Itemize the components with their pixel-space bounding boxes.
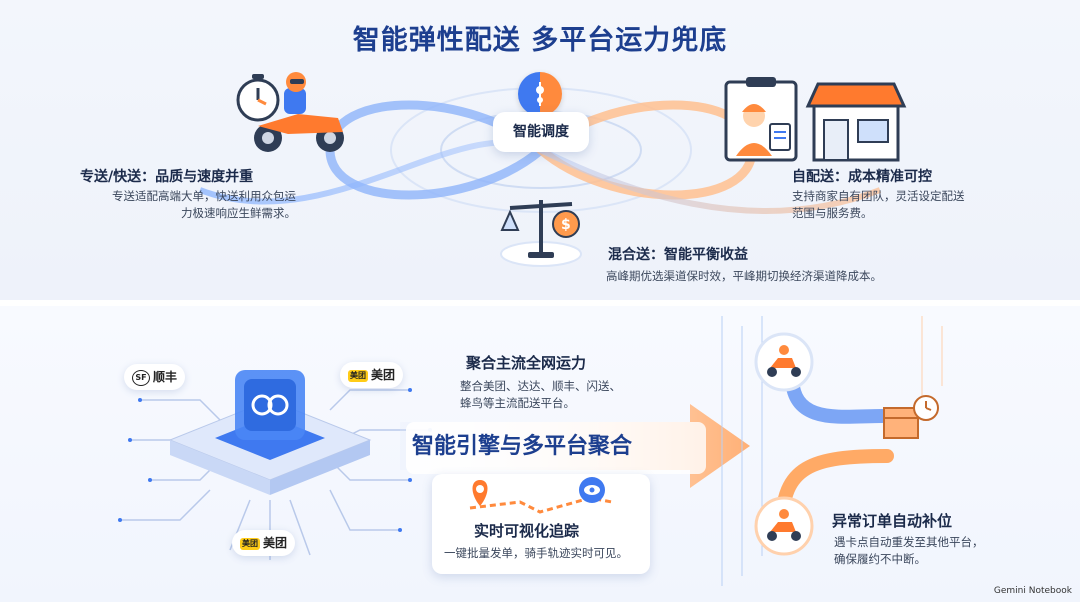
panel-divider [0,300,1080,306]
meituan-label-1: 美团 [371,368,396,382]
express-heading: 专送/快送：品质与速度并重 [80,169,254,185]
page-title: 智能弹性配送 多平台运力兜底 [352,25,728,56]
tracking-map-graphic [469,477,613,514]
merchant-courier-icon [724,77,907,162]
meituan-badge-1: 美团美团 [340,362,404,388]
engine-banner-bg [406,422,706,474]
engine-circuit-graphic [118,370,432,560]
exception-route-graphic [721,316,943,586]
self-delivery-desc-line2: 范围与服务费。 [792,206,873,220]
aggregation-heading: 聚合主流全网运力 [466,354,587,372]
svg-text:$: $ [561,217,571,233]
self-delivery-desc-line1: 支持商家自有团队，灵活设定配送 [792,189,965,203]
sf-express-label: 顺丰 [153,370,178,384]
tracking-card [432,474,650,574]
express-desc-line1: 专送适配高端大单，快送利用众包运 [112,189,296,203]
exception-desc-line1: 遇卡点自动重发至其他平台， [834,535,984,549]
aggregation-desc-line2: 蜂鸟等主流配送平台。 [460,396,575,410]
meituan-label-2: 美团 [263,536,288,550]
meituan-badge-2: 美团美团 [232,530,296,556]
self-delivery-heading: 自配送：成本精准可控 [792,169,932,185]
meituan-logo-icon: 美团 [348,369,368,382]
aggregation-desc-line1: 整合美团、达达、顺丰、闪送、 [460,379,621,393]
tracking-heading: 实时可视化追踪 [474,522,580,540]
engine-banner: 智能引擎与多平台聚合 [412,434,633,459]
hybrid-desc: 高峰期优选渠道保时效，平峰期切换经济渠道降成本。 [606,269,882,283]
sf-logo-icon: SF [132,369,150,386]
balance-scale-icon: $ [500,200,582,267]
exception-desc-line2: 确保履约不中断。 [834,552,926,566]
parcel-box-icon [883,407,919,439]
tracking-desc: 一键批量发单，骑手轨迹实时可见。 [444,546,628,560]
delivery-motorbike-icon [236,72,344,152]
hybrid-heading: 混合送：智能平衡收益 [608,247,748,263]
express-desc-line2: 力极速响应生鲜需求。 [181,206,296,220]
watermark: Gemini Notebook [993,586,1072,596]
dial-icon [536,82,544,106]
exception-heading: 异常订单自动补位 [832,512,953,530]
meituan-logo-icon-2: 美团 [240,537,260,550]
hub-label: 智能调度 [493,112,589,152]
